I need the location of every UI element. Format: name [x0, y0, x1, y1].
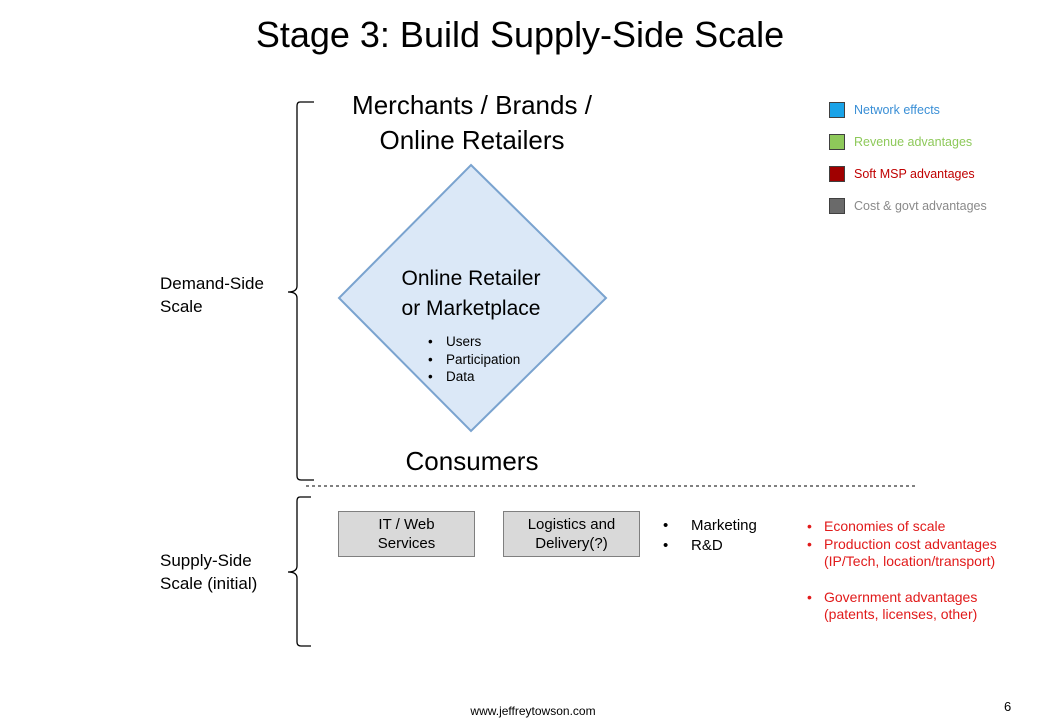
logistics-box-line-1: Logistics and	[527, 516, 616, 533]
platform-title: Online Retailer or Marketplace	[370, 264, 572, 324]
supply-side-label-line-2: Scale (initial)	[160, 574, 258, 593]
supply-side-bracket	[287, 496, 311, 647]
legend-label: Cost & govt advantages	[854, 199, 987, 213]
merchants-label-line-1: Merchants / Brands /	[352, 90, 592, 120]
legend-label: Network effects	[854, 103, 940, 117]
government-line-1: Government advantages	[824, 588, 978, 605]
demand-side-bracket	[287, 101, 314, 481]
list-item: R&D	[661, 536, 757, 556]
it-web-box-line-2: Services	[377, 535, 436, 552]
platform-diamond	[337, 163, 608, 433]
legend-network-effects: Network effects	[829, 101, 940, 119]
demand-side-label-line-2: Scale	[160, 297, 203, 316]
legend-swatch	[829, 198, 845, 214]
it-web-box-line-1: IT / Web	[378, 516, 435, 533]
logistics-delivery-box: Logistics and Delivery(?)	[503, 511, 640, 557]
cost-advantages-list: Economies of scale Production cost advan…	[806, 518, 997, 624]
list-item: Data	[428, 368, 520, 386]
list-item: Users	[428, 333, 520, 351]
supply-bullets: Marketing R&D	[661, 516, 757, 556]
list-item: Production cost advantages (IP/Tech, loc…	[806, 536, 997, 571]
list-item: Government advantages (patents, licenses…	[806, 589, 997, 624]
logistics-box-line-2: Delivery(?)	[535, 535, 608, 552]
it-web-services-box: IT / Web Services	[338, 511, 475, 557]
slide-title: Stage 3: Build Supply-Side Scale	[255, 14, 785, 55]
merchants-label-line-2: Online Retailers	[379, 125, 565, 155]
demand-side-label-line-1: Demand-Side	[160, 274, 264, 293]
merchants-label: Merchants / Brands / Online Retailers	[300, 88, 644, 158]
supply-side-label: Supply-Side Scale (initial)	[160, 549, 257, 595]
list-item: Marketing	[661, 516, 757, 536]
production-line-2: (IP/Tech, location/transport)	[824, 553, 996, 569]
legend-label: Soft MSP advantages	[854, 167, 975, 181]
government-line-2: (patents, licenses, other)	[824, 606, 978, 622]
legend-swatch	[829, 166, 845, 182]
legend-label: Revenue advantages	[854, 135, 973, 149]
legend-revenue-advantages: Revenue advantages	[829, 133, 972, 151]
legend-swatch	[829, 134, 845, 150]
platform-title-line-2: or Marketplace	[401, 297, 541, 320]
consumers-label: Consumers	[405, 446, 539, 476]
platform-title-line-1: Online Retailer	[401, 267, 541, 290]
page-number: 6	[1004, 699, 1012, 714]
legend-soft-msp-advantages: Soft MSP advantages	[829, 165, 975, 183]
platform-bullets: Users Participation Data	[428, 333, 520, 386]
footer-url: www.jeffreytowson.com	[470, 704, 596, 718]
supply-side-label-line-1: Supply-Side	[160, 551, 252, 570]
legend-cost-govt-advantages: Cost & govt advantages	[829, 197, 987, 215]
list-item: Economies of scale	[806, 518, 997, 536]
list-item: Participation	[428, 351, 520, 369]
demand-side-label: Demand-Side Scale	[160, 272, 264, 318]
production-line-1: Production cost advantages	[824, 535, 997, 552]
legend-swatch	[829, 102, 845, 118]
